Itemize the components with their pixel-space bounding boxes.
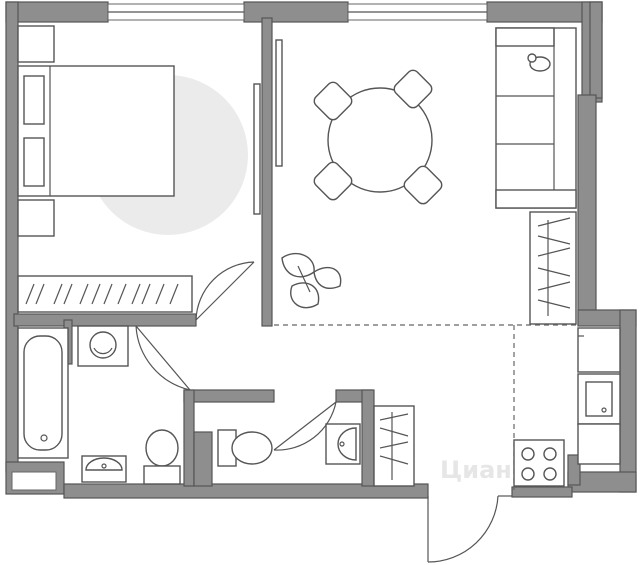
bedroom-wardrobe xyxy=(17,275,193,313)
dining-table xyxy=(327,87,433,193)
living-wardrobe xyxy=(529,211,577,325)
wc-toilet xyxy=(217,429,273,467)
bedroom-door xyxy=(195,261,255,321)
dining-chairs xyxy=(313,69,443,205)
kitchen-counter xyxy=(577,423,621,465)
living-room xyxy=(274,27,578,490)
windows xyxy=(11,3,488,491)
plant-icon xyxy=(281,253,342,309)
stove xyxy=(513,439,565,487)
bed-nightstand-bottom xyxy=(17,199,55,237)
bathroom-toilet xyxy=(143,429,181,485)
kitchen xyxy=(513,327,621,487)
bathroom-door xyxy=(135,325,191,391)
fridge xyxy=(577,327,621,373)
toilet-room xyxy=(217,401,415,487)
entrance-door xyxy=(427,495,512,563)
wc-door xyxy=(273,401,337,451)
watermark: Циан xyxy=(440,456,512,484)
hall-wardrobe xyxy=(373,405,415,487)
bedroom xyxy=(17,25,283,321)
cat-icon xyxy=(527,53,551,72)
bathroom xyxy=(17,325,191,485)
bed-nightstand-top xyxy=(17,25,55,63)
sofa xyxy=(495,27,577,209)
